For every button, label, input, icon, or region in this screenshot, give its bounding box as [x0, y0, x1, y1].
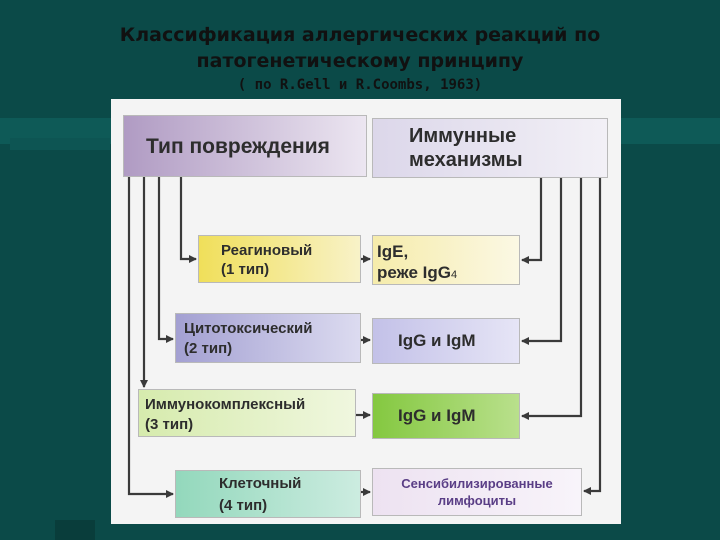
cytotoxic-type-name: Цитотоксический: [184, 320, 313, 337]
cytotoxic-type-box: Цитотоксический (2 тип): [175, 313, 361, 363]
immunocomplex-type-box: Иммунокомплексный (3 тип): [138, 389, 356, 437]
sensitized-lymphocytes-box: Сенсибилизированные лимфоциты: [372, 468, 582, 516]
connector-arrows: [127, 177, 602, 498]
igg-igm-mechanism-box-type-3: IgG и IgM: [372, 393, 520, 439]
arrow-to-igg-mechanism-2: [521, 178, 563, 345]
cellular-type-name: Клеточный: [219, 475, 302, 492]
arrow-to-cytotoxic-type: [157, 177, 174, 343]
igg-igm-mechanism-type-3-label: IgG и IgM: [398, 406, 476, 425]
immune-mechanisms-header-line-1: Иммунные: [409, 125, 517, 147]
igg-igm-mechanism-box-type-2: IgG и IgM: [372, 318, 520, 364]
arrow-to-lymphocytes: [583, 178, 602, 495]
reagin-type-number: (1 тип): [221, 261, 270, 278]
reagin-type-name: Реагиновый: [221, 242, 313, 259]
background-band-side: [10, 138, 110, 150]
immunocomplex-type-number: (3 тип): [145, 416, 194, 433]
sensitized-lymphocytes-line-1: Сенсибилизированные: [401, 476, 553, 491]
arrow-to-ige-mechanism: [521, 178, 543, 264]
sensitized-lymphocytes-line-2: лимфоциты: [437, 493, 517, 508]
slide-subtitle: ( по R.Gell и R.Coombs, 1963): [237, 77, 483, 93]
immune-mechanisms-header-line-2: механизмы: [409, 149, 523, 171]
ige-mechanism-line-2: реже IgG4: [377, 262, 519, 286]
ige-mechanism-line-1: IgE,: [377, 242, 409, 261]
immune-mechanisms-header: Иммунные механизмы: [372, 118, 608, 178]
cytotoxic-type-number: (2 тип): [184, 340, 233, 357]
slide-title-line-1: Классификация аллергических реакций по: [119, 24, 601, 46]
cellular-type-box: Клеточный (4 тип): [175, 470, 361, 518]
cellular-type-number: (4 тип): [219, 497, 268, 514]
ige-mechanism-subscript: 4: [450, 269, 458, 281]
reagin-type-box: Реагиновый (1 тип): [198, 235, 361, 283]
classification-diagram: Тип повреждения Иммунные механизмы Реаги…: [111, 99, 621, 524]
type-of-damage-header: Тип повреждения: [123, 115, 367, 177]
ige-mechanism-box: IgE, реже IgG4: [372, 235, 520, 285]
arrow-to-cellular-type: [127, 177, 174, 498]
immunocomplex-type-name: Иммунокомплексный: [145, 396, 306, 413]
arrow-to-igg-mechanism-3: [521, 178, 583, 420]
type-of-damage-header-label: Тип повреждения: [146, 135, 330, 158]
background-block-bottom: [55, 520, 95, 540]
ige-mechanism-line-2-text: реже IgG: [377, 263, 451, 282]
igg-igm-mechanism-type-2-label: IgG и IgM: [398, 331, 476, 350]
arrow-to-reagin-type: [179, 177, 197, 263]
slide-title-line-2: патогенетическому принципу: [196, 50, 524, 72]
